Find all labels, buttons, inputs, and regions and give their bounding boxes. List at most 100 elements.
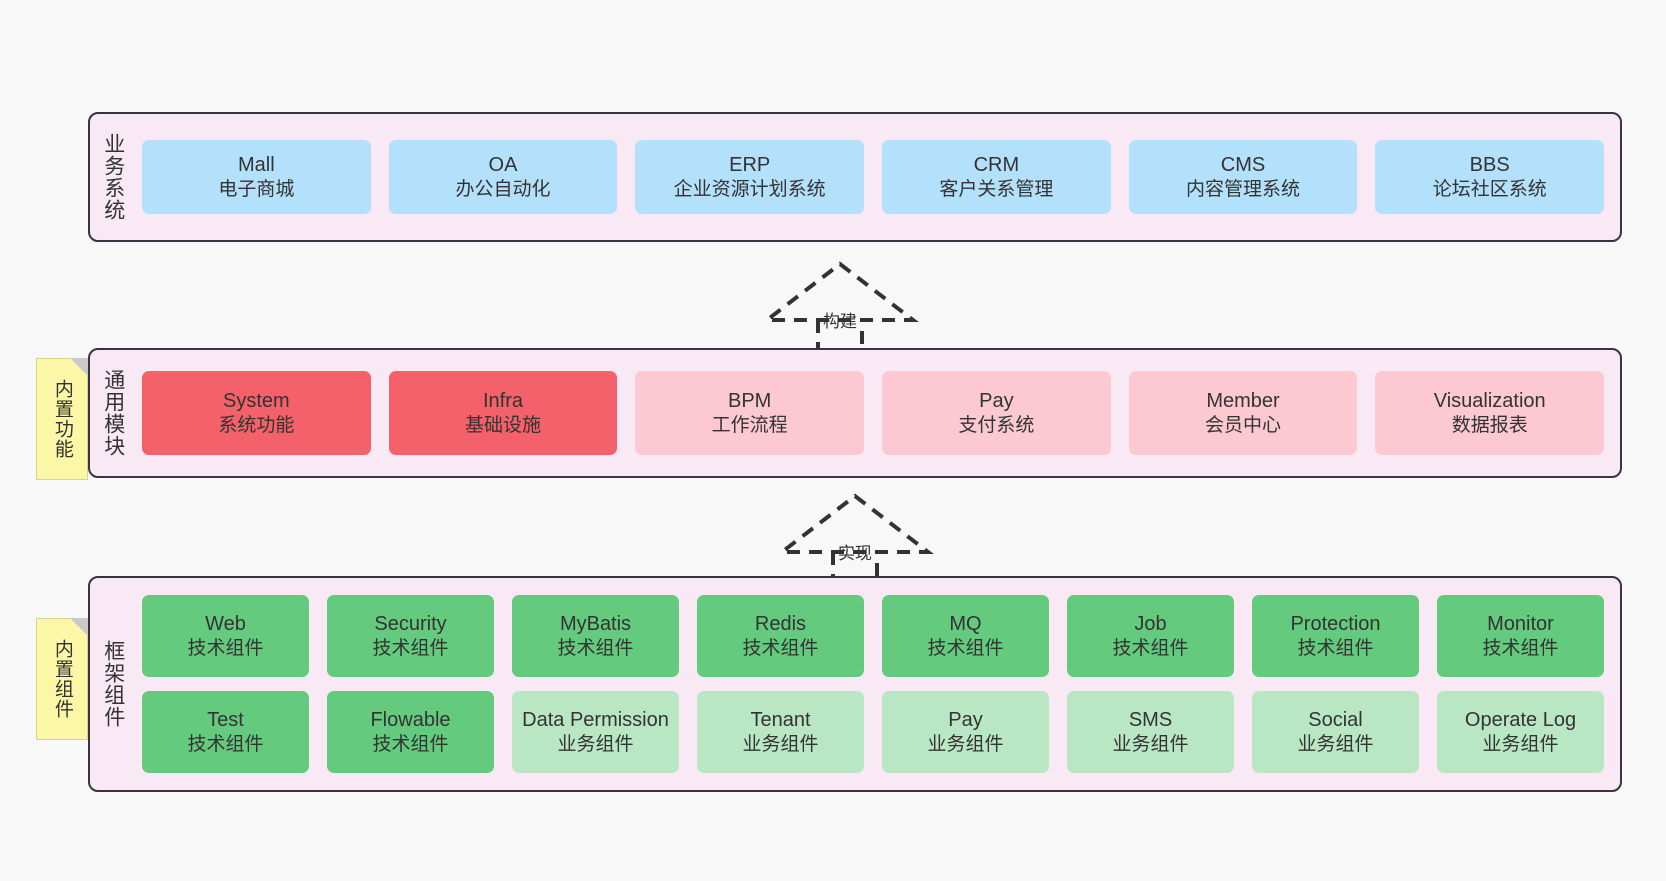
- node-social-en: Social: [1308, 709, 1363, 732]
- node-visualization-en: Visualization: [1433, 390, 1546, 413]
- node-social-cn: 业务组件: [1297, 733, 1374, 755]
- connector-build: 构建: [745, 258, 935, 358]
- node-data-permission[interactable]: Data Permission 业务组件: [512, 691, 679, 773]
- node-tenant-cn: 业务组件: [742, 733, 819, 755]
- node-security-en: Security: [374, 613, 447, 636]
- node-protection[interactable]: Protection 技术组件: [1252, 595, 1419, 677]
- node-pay-module[interactable]: Pay 支付系统: [882, 371, 1111, 455]
- node-data-permission-cn: 业务组件: [557, 733, 634, 755]
- node-flowable-en: Flowable: [370, 709, 451, 732]
- node-crm-cn: 客户关系管理: [939, 178, 1054, 200]
- node-redis-en: Redis: [754, 613, 807, 636]
- node-pay-component-en: Pay: [948, 709, 983, 732]
- node-oa[interactable]: OA 办公自动化: [388, 140, 618, 214]
- node-security-cn: 技术组件: [372, 637, 449, 659]
- layer-label-common-modules: 通用模块: [101, 369, 125, 457]
- layer-business-systems: 业务系统 Mall 电子商城 OA 办公自动化 ERP 企业资源计划系统 CRM…: [88, 112, 1622, 242]
- node-cms[interactable]: CMS 内容管理系统: [1128, 140, 1358, 214]
- node-bpm-en: BPM: [728, 390, 772, 413]
- node-pay-component-cn: 业务组件: [927, 733, 1004, 755]
- row-tech-components: Web 技术组件 Security 技术组件 MyBatis 技术组件 Redi…: [142, 595, 1604, 677]
- row-common-modules: System 系统功能 Infra 基础设施 BPM 工作流程 Pay 支付系统…: [142, 371, 1605, 455]
- node-system-en: System: [222, 390, 290, 413]
- node-erp-en: ERP: [729, 154, 771, 177]
- node-flowable[interactable]: Flowable 技术组件: [327, 691, 494, 773]
- node-visualization[interactable]: Visualization 数据报表: [1375, 371, 1605, 455]
- note-builtin-functions: 内置功能: [36, 358, 88, 480]
- node-web-cn: 技术组件: [187, 637, 264, 659]
- node-job-en: Job: [1134, 613, 1167, 636]
- node-cms-en: CMS: [1220, 154, 1266, 177]
- node-flowable-cn: 技术组件: [372, 733, 449, 755]
- node-system-cn: 系统功能: [218, 414, 295, 436]
- node-crm-en: CRM: [973, 154, 1020, 177]
- node-mall[interactable]: Mall 电子商城: [142, 140, 371, 214]
- node-mq-en: MQ: [949, 613, 982, 636]
- node-pay-module-cn: 支付系统: [958, 414, 1035, 436]
- node-bbs-en: BBS: [1469, 154, 1510, 177]
- node-test[interactable]: Test 技术组件: [142, 691, 309, 773]
- row-business-components: Test 技术组件 Flowable 技术组件 Data Permission …: [142, 691, 1604, 773]
- node-member[interactable]: Member 会员中心: [1128, 371, 1358, 455]
- layer-body-common-modules: System 系统功能 Infra 基础设施 BPM 工作流程 Pay 支付系统…: [136, 350, 1620, 476]
- node-bbs-cn: 论坛社区系统: [1432, 178, 1547, 200]
- node-test-en: Test: [207, 709, 244, 732]
- note-builtin-components-text: 内置组件: [51, 639, 73, 719]
- node-operate-log[interactable]: Operate Log 业务组件: [1437, 691, 1604, 773]
- node-bpm[interactable]: BPM 工作流程: [635, 371, 865, 455]
- note-builtin-functions-text: 内置功能: [51, 379, 73, 459]
- node-sms[interactable]: SMS 业务组件: [1067, 691, 1234, 773]
- node-mall-en: Mall: [238, 154, 275, 177]
- node-cms-cn: 内容管理系统: [1186, 178, 1301, 200]
- node-member-cn: 会员中心: [1205, 414, 1282, 436]
- node-infra[interactable]: Infra 基础设施: [388, 371, 618, 455]
- layer-label-business-systems: 业务系统: [101, 133, 125, 221]
- node-erp[interactable]: ERP 企业资源计划系统: [635, 140, 865, 214]
- node-mybatis-en: MyBatis: [559, 613, 632, 636]
- layer-framework-components: 框架组件 Web 技术组件 Security 技术组件 MyBatis 技术组件…: [88, 576, 1622, 792]
- node-data-permission-en: Data Permission: [522, 709, 669, 732]
- note-builtin-components: 内置组件: [36, 618, 88, 740]
- node-mybatis[interactable]: MyBatis 技术组件: [512, 595, 679, 677]
- node-job[interactable]: Job 技术组件: [1067, 595, 1234, 677]
- connector-implement: 实现: [760, 490, 950, 590]
- node-protection-cn: 技术组件: [1297, 637, 1374, 659]
- node-member-en: Member: [1206, 390, 1280, 413]
- node-system[interactable]: System 系统功能: [142, 371, 371, 455]
- layer-label-framework-components: 框架组件: [101, 640, 125, 728]
- connector-implement-label: 实现: [838, 544, 872, 563]
- node-mq[interactable]: MQ 技术组件: [882, 595, 1049, 677]
- node-web[interactable]: Web 技术组件: [142, 595, 309, 677]
- node-mq-cn: 技术组件: [927, 637, 1004, 659]
- node-job-cn: 技术组件: [1112, 637, 1189, 659]
- node-monitor[interactable]: Monitor 技术组件: [1437, 595, 1604, 677]
- node-infra-cn: 基础设施: [465, 414, 542, 436]
- node-bbs[interactable]: BBS 论坛社区系统: [1375, 140, 1605, 214]
- row-business-systems: Mall 电子商城 OA 办公自动化 ERP 企业资源计划系统 CRM 客户关系…: [142, 140, 1605, 214]
- node-redis[interactable]: Redis 技术组件: [697, 595, 864, 677]
- node-sms-en: SMS: [1128, 709, 1173, 732]
- node-oa-en: OA: [488, 154, 518, 177]
- build-arrow-head: [761, 261, 919, 322]
- node-monitor-cn: 技术组件: [1482, 637, 1559, 659]
- layer-common-modules: 通用模块 System 系统功能 Infra 基础设施 BPM 工作流程 Pay…: [88, 348, 1622, 478]
- node-operate-log-en: Operate Log: [1464, 709, 1577, 732]
- node-mybatis-cn: 技术组件: [557, 637, 634, 659]
- node-monitor-en: Monitor: [1487, 613, 1554, 636]
- node-infra-en: Infra: [482, 390, 524, 413]
- node-tenant-en: Tenant: [750, 709, 811, 732]
- node-redis-cn: 技术组件: [742, 637, 819, 659]
- layer-body-framework-components: Web 技术组件 Security 技术组件 MyBatis 技术组件 Redi…: [136, 578, 1620, 790]
- node-security[interactable]: Security 技术组件: [327, 595, 494, 677]
- node-mall-cn: 电子商城: [218, 178, 295, 200]
- node-social[interactable]: Social 业务组件: [1252, 691, 1419, 773]
- node-crm[interactable]: CRM 客户关系管理: [882, 140, 1111, 214]
- node-visualization-cn: 数据报表: [1451, 414, 1528, 436]
- node-test-cn: 技术组件: [187, 733, 264, 755]
- connector-build-label: 构建: [823, 312, 857, 331]
- node-tenant[interactable]: Tenant 业务组件: [697, 691, 864, 773]
- node-pay-component[interactable]: Pay 业务组件: [882, 691, 1049, 773]
- layer-body-business-systems: Mall 电子商城 OA 办公自动化 ERP 企业资源计划系统 CRM 客户关系…: [136, 114, 1620, 240]
- implement-arrow-head: [776, 493, 934, 554]
- node-bpm-cn: 工作流程: [711, 414, 788, 436]
